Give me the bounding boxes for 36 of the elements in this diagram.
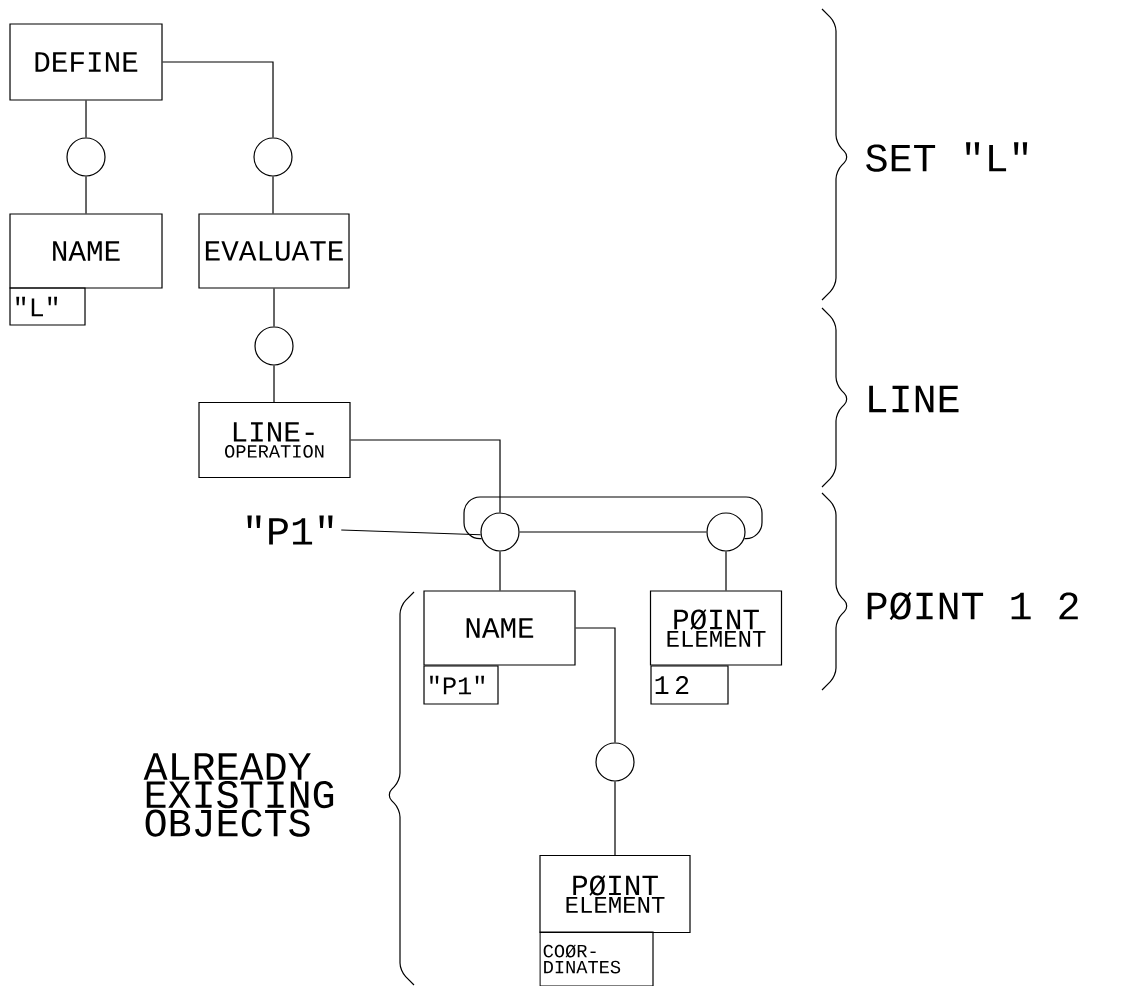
connector-line [519, 531, 707, 533]
connector-circle [706, 512, 746, 552]
process-box: EVALUATE [198, 213, 350, 289]
connector-circle [595, 742, 635, 782]
connector-circle [66, 137, 106, 177]
brace-label: ALREADY EXISTING OBJECTS [143, 753, 334, 837]
process-box: PØINT ELEMENT [649, 590, 783, 666]
connector-line [350, 439, 501, 513]
process-box: NAME [423, 590, 576, 666]
value-box: COØR- DINATES [539, 931, 654, 986]
connector-line [273, 365, 275, 403]
brace-label: SET "L" [866, 142, 1028, 172]
connector-line [85, 176, 87, 214]
connector-line [725, 551, 727, 591]
value-box: "P1" [423, 665, 499, 705]
value-box: "L" [9, 287, 86, 326]
process-box: LINE- OPERATION [198, 401, 351, 479]
connector-line [273, 288, 275, 327]
quoted-name: "P1" [247, 515, 333, 545]
process-box: PØINT ELEMENT [539, 854, 691, 934]
brace-label: LINE [869, 385, 959, 413]
process-box: NAME [9, 213, 163, 289]
connector-line [499, 551, 501, 591]
connector-circle [254, 326, 294, 366]
connector-line [272, 176, 274, 214]
connector-circle [480, 512, 520, 552]
connector-line [575, 627, 616, 743]
connector-line [614, 781, 616, 856]
connector-line [463, 496, 763, 540]
process-box: DEFINE [9, 23, 163, 101]
brace-label: PØINT 1 2 [867, 592, 1078, 620]
connector-circle [253, 137, 293, 177]
leader-line [340, 529, 482, 536]
value-box: 1 2 [650, 665, 729, 705]
connector-line [162, 61, 274, 138]
connector-line [85, 100, 87, 138]
